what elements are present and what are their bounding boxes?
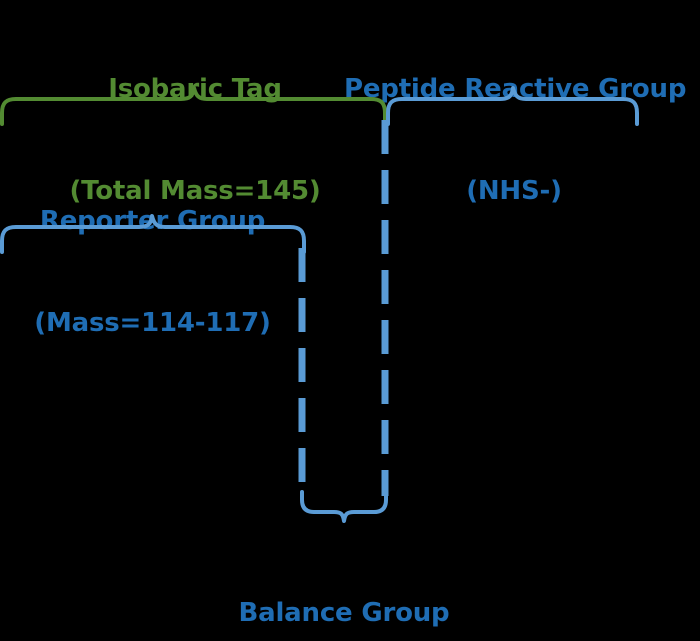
balance-group-label: Balance Group Neutral loss (Mass=31-28): [194, 528, 494, 641]
isobaric-tag-label: Isobaric Tag (Total Mass=145): [0, 4, 390, 276]
balance-group-label-line1: Balance Group: [238, 598, 450, 628]
reporter-group-label: Reporter Group (Mass=114-117): [0, 136, 305, 408]
isobaric-tag-brace: [0, 86, 387, 126]
reporter-group-brace: [0, 214, 306, 254]
balance-group-brace: [300, 490, 388, 523]
peptide-reactive-group-brace: [386, 86, 639, 126]
reporter-group-label-line2: (Mass=114-117): [34, 308, 271, 338]
reporter-group-label-line1: Reporter Group: [39, 206, 266, 236]
peptide-reactive-group-label-line2: (NHS-): [466, 176, 562, 206]
isobaric-tag-label-line2: (Total Mass=145): [69, 176, 321, 206]
